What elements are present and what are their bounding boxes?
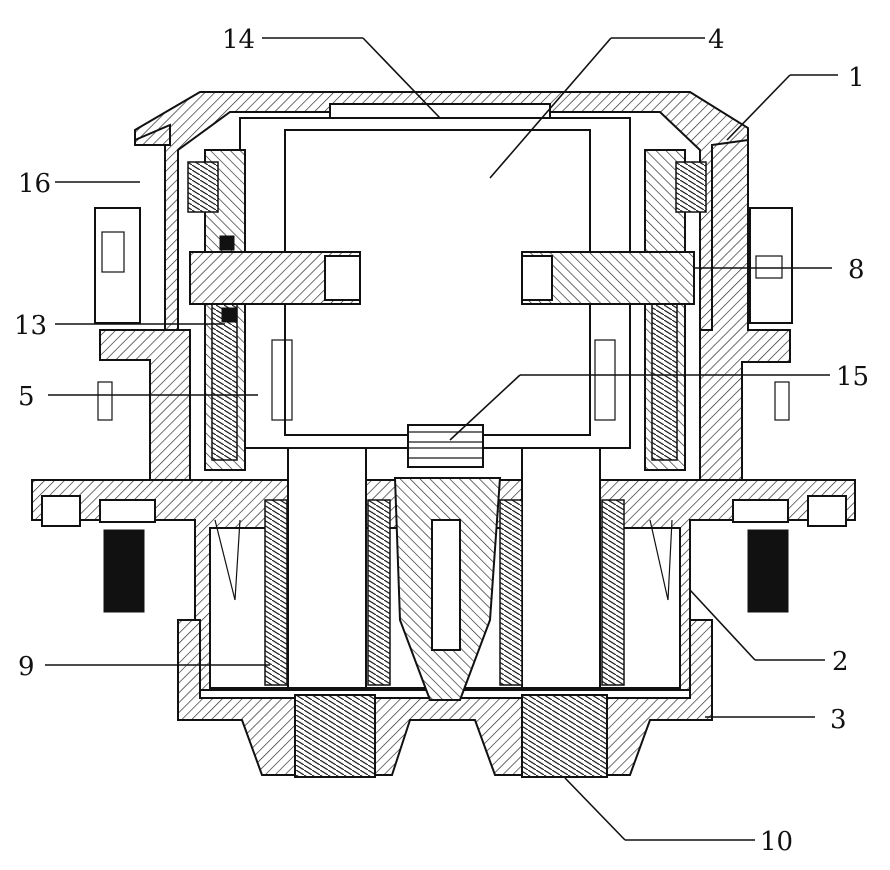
label-1: 1 — [848, 63, 865, 93]
center-plug — [407, 424, 484, 468]
label-5: 5 — [18, 382, 35, 412]
center-valve — [214, 477, 673, 701]
label-9: 9 — [18, 652, 35, 682]
left-plunger — [264, 447, 391, 689]
right-housing — [699, 138, 793, 481]
upper-seal — [219, 235, 235, 251]
label-8: 8 — [848, 255, 865, 285]
left-bolt — [103, 529, 145, 613]
left-spring — [187, 161, 219, 213]
label-3: 3 — [830, 705, 847, 735]
right-spring — [675, 161, 707, 213]
lower-seal — [221, 307, 237, 323]
label-16: 16 — [18, 169, 51, 199]
label-10: 10 — [760, 827, 793, 857]
label-2: 2 — [832, 647, 849, 677]
left-pin — [189, 251, 361, 305]
left-threaded-outlet — [294, 694, 376, 778]
label-15: 15 — [836, 362, 869, 392]
right-pin — [521, 251, 695, 305]
label-13: 13 — [14, 311, 47, 341]
right-threaded-outlet — [521, 694, 608, 778]
right-plunger — [499, 447, 625, 689]
right-bolt — [747, 529, 789, 613]
label-14: 14 — [222, 25, 255, 55]
label-4: 4 — [708, 25, 725, 55]
leader-lines — [45, 37, 838, 841]
